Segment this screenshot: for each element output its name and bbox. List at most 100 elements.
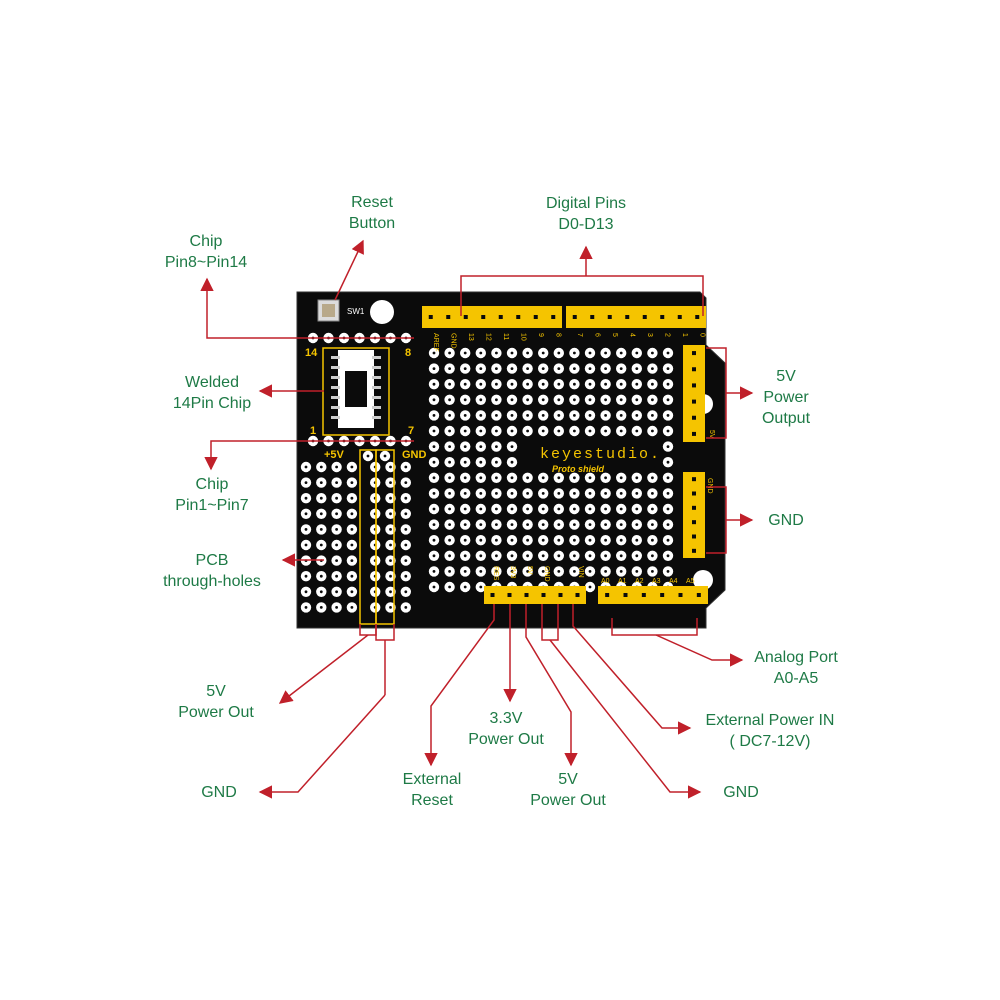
label-gnd-bottom-left: GND	[189, 782, 249, 803]
through-hole	[510, 570, 514, 573]
through-hole	[619, 367, 623, 370]
through-hole	[335, 606, 338, 609]
through-hole	[463, 445, 467, 448]
header-pin	[678, 593, 683, 597]
through-hole	[588, 507, 592, 511]
header-pin	[623, 593, 628, 597]
through-hole	[389, 559, 392, 562]
through-hole	[448, 351, 451, 355]
through-hole	[404, 543, 408, 547]
digital-pin-label: 6	[594, 333, 601, 337]
through-hole	[573, 523, 576, 526]
through-hole	[573, 398, 576, 402]
through-hole	[635, 492, 639, 495]
through-hole	[432, 492, 436, 495]
header-pin	[507, 593, 512, 597]
through-hole	[335, 528, 338, 531]
through-hole	[573, 554, 576, 558]
through-hole	[510, 507, 514, 511]
header-pin	[692, 548, 696, 553]
label-gnd-right: GND	[756, 510, 816, 531]
label-line: D0-D13	[558, 216, 614, 233]
through-hole	[350, 481, 354, 484]
through-hole	[350, 543, 354, 547]
digital-pin-label: AREF	[432, 333, 439, 352]
through-hole	[588, 585, 592, 589]
power-rail-gnd	[375, 449, 395, 625]
through-hole	[666, 414, 670, 417]
through-hole	[479, 476, 483, 480]
through-hole	[619, 538, 623, 542]
through-hole	[479, 414, 483, 417]
chip-leg	[372, 376, 381, 379]
through-hole	[604, 570, 607, 573]
through-hole	[335, 496, 338, 500]
through-hole	[448, 492, 451, 495]
power-pin-label: RES	[492, 566, 499, 581]
chip-leg	[331, 376, 340, 379]
through-hole	[573, 476, 576, 480]
through-hole	[495, 570, 498, 573]
through-hole	[588, 351, 592, 355]
through-hole	[557, 429, 561, 433]
through-hole-grid	[300, 332, 674, 613]
right-gnd-label: GND	[706, 478, 713, 494]
through-hole	[604, 476, 607, 480]
analog-pin-label: A5	[686, 578, 695, 585]
through-hole	[479, 554, 483, 558]
through-hole	[557, 414, 561, 417]
through-hole	[432, 351, 436, 355]
chip-leg	[331, 406, 340, 409]
through-hole	[448, 538, 451, 542]
through-hole	[319, 574, 323, 578]
label-external-reset: External Reset	[391, 769, 473, 811]
through-hole	[526, 429, 529, 433]
header-pin	[572, 315, 577, 319]
through-hole	[304, 512, 308, 516]
through-hole	[319, 465, 323, 469]
header-pin	[558, 593, 563, 597]
through-hole	[573, 367, 576, 370]
through-hole	[510, 429, 514, 433]
through-hole	[463, 382, 467, 386]
label-5v-power-out-middle: 5V Power Out	[520, 769, 616, 811]
digital-pin-label: 13	[467, 333, 474, 341]
through-hole	[651, 492, 654, 495]
through-hole	[541, 382, 545, 386]
chip-leg	[331, 366, 340, 369]
through-hole	[619, 523, 623, 526]
label-welded-chip: Welded 14Pin Chip	[160, 372, 264, 414]
digital-pin-label: 1	[681, 333, 688, 337]
through-hole	[510, 460, 514, 464]
through-hole	[635, 382, 639, 386]
through-hole	[350, 559, 354, 562]
through-hole	[479, 460, 483, 464]
analog-pin-label: A3	[652, 578, 661, 585]
through-hole	[651, 367, 654, 370]
through-hole	[588, 414, 592, 417]
through-hole	[604, 429, 607, 433]
through-hole	[404, 606, 408, 609]
through-hole	[651, 538, 654, 542]
through-hole	[666, 429, 670, 433]
digital-pin-label: 9	[537, 333, 544, 337]
through-hole	[619, 507, 623, 511]
header-pin	[625, 315, 630, 319]
through-hole	[526, 570, 529, 573]
through-hole	[319, 606, 323, 609]
through-hole	[604, 367, 607, 370]
through-hole	[463, 507, 467, 511]
through-hole	[557, 476, 561, 480]
power-pin-label: 5V	[526, 566, 533, 575]
through-hole	[432, 382, 436, 386]
chip-pin-1-label: 1	[310, 425, 316, 437]
power-header	[484, 586, 586, 604]
header-pin	[696, 593, 701, 597]
label-line: Welded	[185, 374, 239, 391]
through-hole	[526, 507, 529, 511]
through-hole	[510, 382, 514, 386]
header-pin	[551, 315, 556, 319]
label-line: Reset	[411, 792, 453, 809]
digital-pin-label: 5	[611, 333, 618, 337]
power-pin-label: VIN	[577, 566, 584, 578]
